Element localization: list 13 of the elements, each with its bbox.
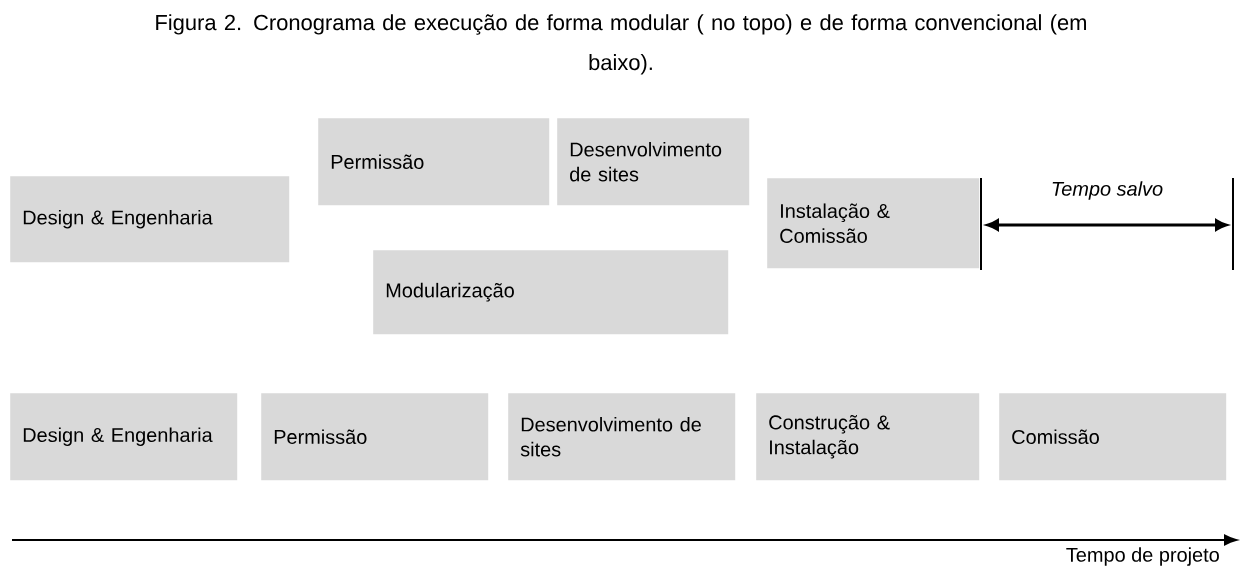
- phase-box: Modularização: [373, 250, 729, 335]
- axis-label: Tempo de projeto: [1066, 547, 1219, 566]
- axis-label: Tempo salvo: [1052, 181, 1163, 200]
- figure-title: Figura 2. Cronograma de execução de forma modular ( no topo) e de forma convencional (em baixo).: [156, 14, 1086, 75]
- phase-box: Desenvolvimento de sites: [557, 118, 750, 206]
- phase-box: Design & Engenharia: [10, 176, 290, 263]
- phase-box: Construção & Instalação: [756, 393, 980, 481]
- phase-box: Permissão: [318, 118, 550, 206]
- phase-box: Design & Engenharia: [10, 393, 238, 481]
- phase-box: Instalação & Comissão: [767, 178, 980, 269]
- phase-box: Permissão: [261, 393, 489, 481]
- phase-box: Comissão: [999, 393, 1227, 481]
- phase-box: Desenvolvimento de sites: [508, 393, 736, 481]
